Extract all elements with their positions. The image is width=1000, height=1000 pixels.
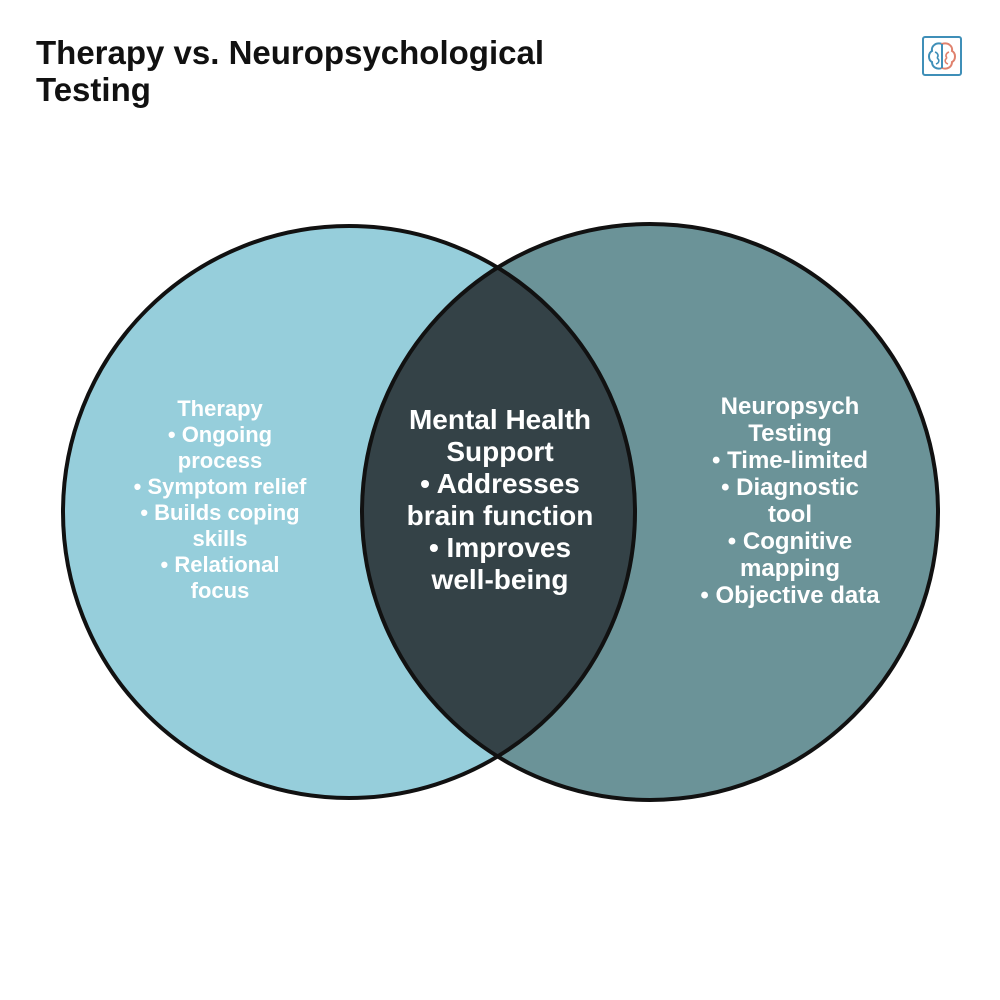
neuropsych-line: tool (768, 501, 812, 528)
overlap-line: Mental Health (408, 404, 592, 435)
therapy-line: focus (190, 578, 250, 603)
overlap-line: well-being (431, 564, 569, 595)
therapy-line: • Builds coping (140, 500, 300, 525)
title-line-1: Therapy vs. Neuropsychological (36, 34, 544, 71)
neuropsych-line: • Cognitive (727, 528, 853, 555)
overlap-label: Mental Health Support • Addresses brain … (370, 404, 630, 596)
neuropsych-line: Neuropsych (720, 393, 860, 420)
title-line-2: Testing (36, 71, 151, 108)
overlap-line: brain function (406, 500, 594, 531)
neuropsych-line: • Objective data (700, 582, 880, 609)
overlap-line: Support (446, 436, 554, 467)
therapy-line: • Relational (160, 552, 280, 577)
therapy-label: Therapy • Ongoing process • Symptom reli… (100, 396, 340, 604)
overlap-line: • Improves (428, 532, 572, 563)
neuropsych-circle-outline (360, 222, 940, 802)
therapy-circle-outline (61, 224, 637, 800)
therapy-line: Therapy (177, 396, 263, 421)
overlap-region (362, 226, 635, 798)
neuropsych-line: mapping (740, 555, 840, 582)
overlap-line: • Addresses (420, 468, 580, 499)
neuropsych-line: • Diagnostic (721, 474, 859, 501)
neuropsych-label: Neuropsych Testing • Time-limited • Diag… (670, 393, 910, 609)
neuropsych-line: Testing (748, 420, 832, 447)
neuropsych-line: • Time-limited (712, 447, 868, 474)
therapy-line: • Symptom relief (133, 474, 307, 499)
page-title: Therapy vs. Neuropsychological Testing (36, 34, 676, 108)
brain-icon (922, 36, 962, 76)
therapy-line: process (177, 448, 263, 473)
therapy-line: skills (192, 526, 248, 551)
therapy-line: • Ongoing (167, 422, 273, 447)
